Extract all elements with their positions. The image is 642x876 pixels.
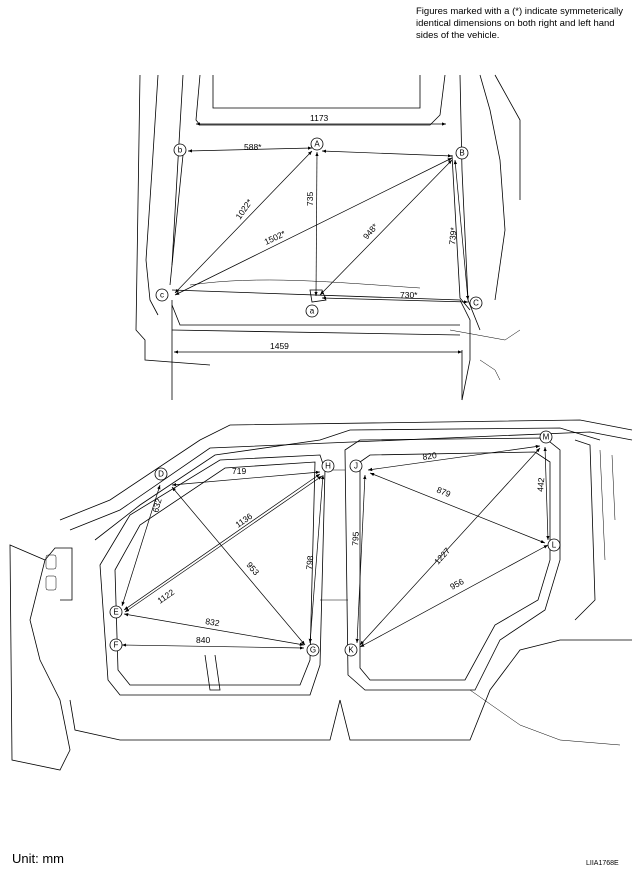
point-E: E [109, 605, 123, 619]
point-a: a [305, 304, 319, 318]
svg-text:L: L [552, 541, 557, 550]
dim-832: 832 [205, 616, 221, 628]
dim-1022: 1022* [233, 197, 254, 222]
symmetry-note: Figures marked with a (*) indicate symme… [416, 6, 638, 42]
dim-730: 730* [400, 290, 418, 300]
dim-line-1136 [123, 473, 321, 611]
side-view-points: D H J M L E F G K [109, 430, 561, 657]
dim-line-1022 [174, 150, 313, 294]
point-b: b [173, 143, 187, 157]
svg-text:F: F [114, 641, 119, 650]
dim-line-820 [367, 444, 541, 472]
dim-line-1227 [359, 447, 541, 646]
dim-1459: 1459 [270, 341, 289, 351]
point-G: G [306, 643, 320, 657]
dim-line-739 [453, 159, 470, 301]
point-B: B [455, 146, 469, 160]
side-view-outline [9, 419, 633, 771]
note-line-3: sides of the vehicle. [416, 30, 500, 41]
dim-1502: 1502* [263, 228, 288, 247]
svg-text:J: J [354, 462, 358, 471]
point-D: D [154, 467, 168, 481]
dim-956: 956 [448, 576, 465, 592]
svg-text:a: a [310, 307, 315, 316]
dim-879: 879 [435, 485, 452, 500]
dim-line-795 [355, 474, 367, 644]
dim-719: 719 [232, 466, 246, 476]
dim-442: 442 [535, 477, 546, 492]
dim-1227: 1227 [432, 545, 452, 566]
note-line-1: Figures marked with a (*) indicate symme… [416, 6, 623, 17]
svg-text:B: B [459, 149, 464, 158]
side-view-dimensions: 719 632 1136 953 798 1122 832 840 820 87… [121, 444, 550, 650]
dim-line-735 [314, 151, 319, 297]
dim-line-1502 [174, 157, 453, 296]
figure-code: LIIA1768E [586, 860, 619, 867]
dim-948: 948* [361, 221, 380, 241]
dim-953: 953 [244, 560, 261, 578]
svg-text:b: b [178, 146, 183, 155]
dim-line-956 [359, 544, 549, 648]
svg-text:H: H [325, 462, 331, 471]
dim-840: 840 [196, 635, 210, 645]
svg-text:E: E [113, 608, 118, 617]
point-C: C [469, 296, 483, 310]
svg-text:A: A [314, 140, 320, 149]
dim-line-832 [123, 613, 305, 646]
dim-795: 795 [350, 531, 361, 546]
dim-line-730 [321, 296, 469, 304]
svg-text:C: C [473, 299, 479, 308]
note-line-2: identical dimensions on both right and l… [416, 18, 615, 29]
unit-label: Unit: mm [12, 851, 64, 866]
point-F: F [109, 638, 123, 652]
point-c: c [155, 288, 169, 302]
dim-line-442 [543, 446, 550, 541]
dim-line-879 [369, 472, 546, 544]
point-K: K [344, 643, 358, 657]
dim-line-A-B [321, 149, 453, 158]
dim-588: 588* [244, 142, 262, 152]
dim-632: 632 [150, 497, 163, 514]
dim-735: 735 [305, 192, 315, 206]
dim-line-840 [121, 643, 305, 650]
point-A: A [310, 137, 324, 151]
point-H: H [321, 459, 335, 473]
top-view-points: A b B c C a [155, 137, 483, 318]
svg-text:G: G [310, 646, 316, 655]
svg-text:c: c [160, 291, 164, 300]
dim-line-588 [187, 146, 313, 153]
svg-text:K: K [348, 646, 354, 655]
dim-1173: 1173 [310, 113, 329, 123]
dim-line-948 [319, 159, 453, 296]
dim-798: 798 [304, 555, 315, 570]
dim-739: 739* [447, 226, 459, 245]
point-L: L [547, 538, 561, 552]
top-view-dimensions: 1173 588* 1022* 735 1502* 948* 739* 730*… [174, 113, 470, 354]
dim-line-1122 [124, 475, 323, 613]
svg-text:M: M [543, 433, 550, 442]
point-M: M [539, 430, 553, 444]
svg-text:D: D [158, 470, 164, 479]
dim-820: 820 [422, 450, 438, 462]
point-J: J [349, 459, 363, 473]
dim-1122: 1122 [155, 587, 176, 606]
